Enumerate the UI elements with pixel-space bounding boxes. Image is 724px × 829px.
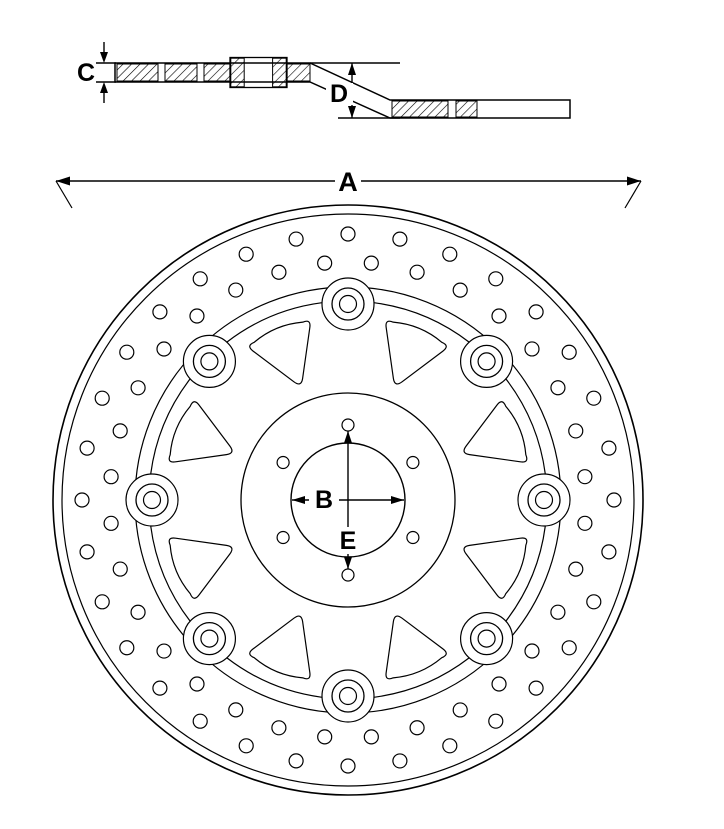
cross-section-view: C D (77, 42, 571, 119)
front-view: E B (42, 194, 654, 806)
section-rivet (229, 56, 288, 89)
disc-rim-inner-line (61, 213, 635, 787)
label-e: E (340, 527, 357, 555)
section-hatching (116, 63, 478, 118)
label-c: C (77, 59, 95, 87)
label-a: A (338, 167, 358, 197)
dimension-c: C (77, 42, 116, 103)
label-d: D (330, 80, 348, 108)
dimension-d: D (310, 62, 400, 119)
dimension-a: A (55, 167, 642, 209)
hub-outer-edge (240, 392, 456, 608)
dimension-b: B (292, 486, 404, 514)
label-b: B (315, 486, 333, 514)
dimension-e: E (335, 431, 361, 569)
